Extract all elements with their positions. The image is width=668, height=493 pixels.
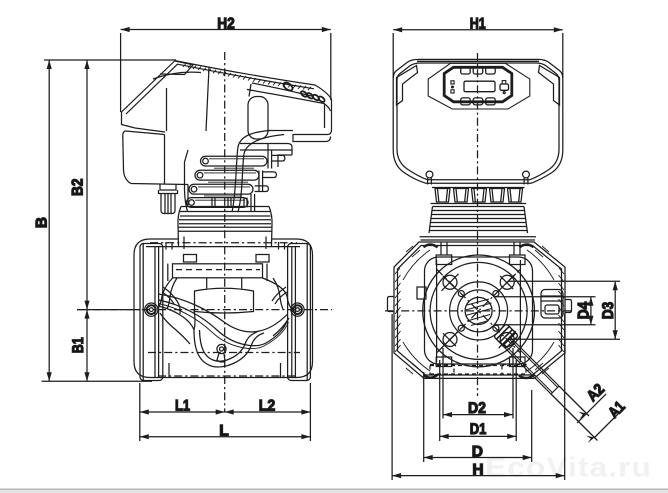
svg-text:D2: D2 bbox=[468, 400, 486, 417]
svg-text:B1: B1 bbox=[70, 337, 87, 353]
svg-text:A2: A2 bbox=[584, 381, 608, 405]
svg-text:D1: D1 bbox=[470, 421, 487, 438]
svg-text:D3: D3 bbox=[600, 301, 617, 319]
svg-text:L1: L1 bbox=[175, 398, 190, 415]
svg-text:L2: L2 bbox=[259, 398, 276, 415]
svg-text:D: D bbox=[472, 443, 483, 460]
svg-text:B2: B2 bbox=[70, 179, 87, 197]
svg-text:EcoVita.ru: EcoVita.ru bbox=[485, 452, 652, 483]
svg-text:H: H bbox=[472, 461, 483, 478]
svg-text:A1: A1 bbox=[605, 398, 629, 422]
svg-text:B: B bbox=[34, 217, 51, 228]
svg-text:L: L bbox=[219, 423, 228, 440]
svg-text:H2: H2 bbox=[217, 15, 235, 32]
svg-text:H1: H1 bbox=[470, 16, 486, 33]
svg-text:D4: D4 bbox=[576, 301, 593, 319]
